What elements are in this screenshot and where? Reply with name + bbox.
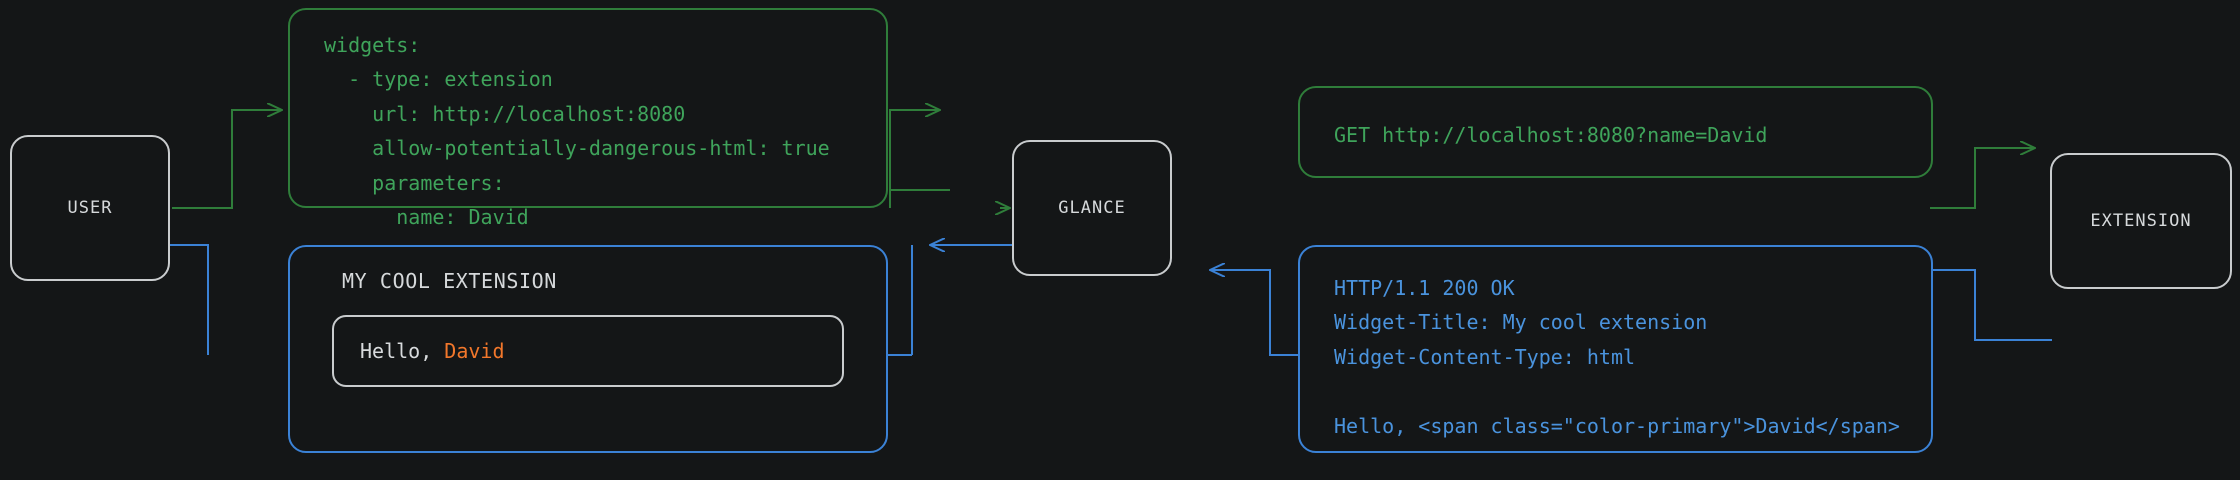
config-line-3: allow-potentially-dangerous-html: true <box>324 136 830 161</box>
config-line-4: parameters: <box>324 170 505 195</box>
config-line-1: - type: extension <box>324 67 553 92</box>
node-glance-label: GLANCE <box>1058 198 1126 218</box>
response-line-1: Widget-Title: My cool extension <box>1334 310 1708 335</box>
widget-title: MY COOL EXTENSION <box>342 269 557 293</box>
node-extension-label: EXTENSION <box>2090 211 2192 231</box>
request-route-mid <box>889 110 950 191</box>
request-code: GET http://localhost:8080?name=David <box>1334 118 1931 152</box>
response-card[interactable]: HTTP/1.1 200 OK Widget-Title: My cool ex… <box>1298 245 1933 453</box>
response-code: HTTP/1.1 200 OK Widget-Title: My cool ex… <box>1334 271 1931 443</box>
widget-greeting: Hello, <box>360 339 445 363</box>
node-extension[interactable]: EXTENSION <box>2050 153 2232 289</box>
node-user-label: USER <box>67 198 113 218</box>
node-glance[interactable]: GLANCE <box>1012 140 1172 276</box>
widget-card[interactable]: MY COOL EXTENSION Hello, David <box>288 245 888 453</box>
config-line-5: name: David <box>324 204 529 229</box>
widget-name: David <box>444 339 505 363</box>
config-code: widgets: - type: extension url: http://l… <box>324 28 886 234</box>
response-line-2: Widget-Content-Type: html <box>1334 344 1636 369</box>
response-line-4: Hello, <span class="color-primary">David… <box>1334 413 1900 438</box>
response-line-0: HTTP/1.1 200 OK <box>1334 276 1515 300</box>
request-line-0: GET http://localhost:8080?name=David <box>1334 123 1768 147</box>
request-card[interactable]: GET http://localhost:8080?name=David <box>1298 86 1933 178</box>
config-line-0: widgets: <box>324 33 421 57</box>
config-card[interactable]: widgets: - type: extension url: http://l… <box>288 8 888 229</box>
config-line-2: url: http://localhost:8080 <box>324 101 686 126</box>
widget-body: Hello, David <box>332 315 844 387</box>
node-user[interactable]: USER <box>10 135 170 281</box>
